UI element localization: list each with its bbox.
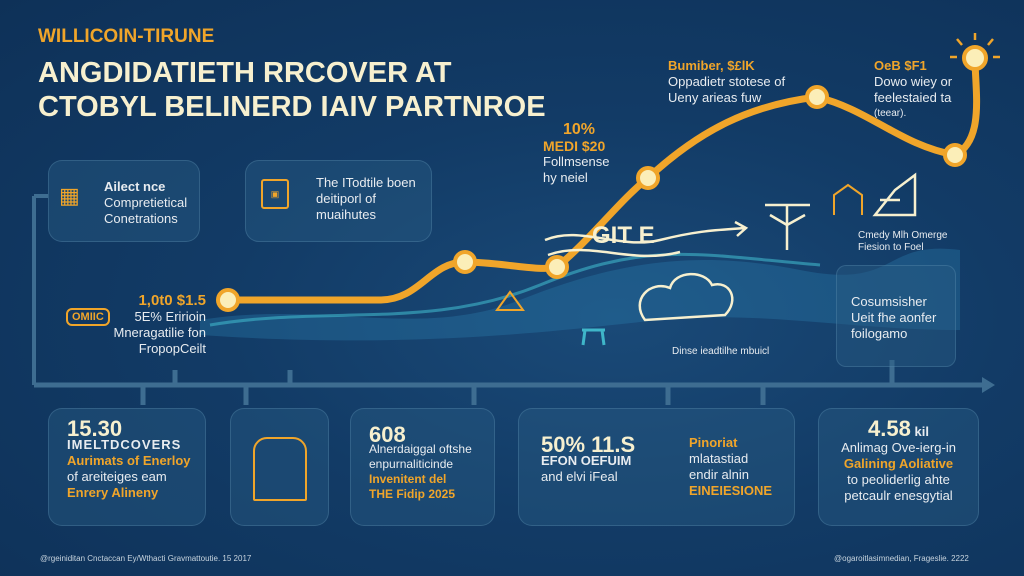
card-text: muaihutes	[316, 207, 376, 222]
stat-value: 608	[369, 422, 406, 447]
bottom-card-3: 50% 11.S EFON OEFUIM and elvi iFeal Pino…	[518, 408, 795, 526]
footer-right: @ogaroitlasimnedian, Frageslie. 2222	[834, 554, 969, 563]
factory-icon: ▦	[59, 183, 80, 208]
stat-text: and elvi iFeal	[541, 469, 618, 484]
milestone-value: 1,0t0 $1.5	[138, 292, 206, 309]
stat-text: mlatastiad	[689, 451, 749, 466]
bottom-card-4: 4.58 kil Anlimag Ove-ierg-in Galining Ao…	[818, 408, 979, 526]
stat-text: EINEIESIONE	[689, 483, 773, 498]
milestone-3: Bumiber, $£lK Oppadietr stotese of Ueny …	[668, 58, 785, 106]
milestone-text: Mneragatilie fon	[113, 325, 207, 340]
top-card-1: ▦ Ailect nce Compretietical Conetrations	[48, 160, 200, 242]
stat-heading: Pinoriat	[689, 435, 738, 450]
milestone-value: 10%	[563, 121, 596, 138]
stat-heading: EFON OEFUIM	[541, 453, 632, 468]
page-title: ANGDIDATIETH RRCOVER AT CTOBYL BELINERD …	[38, 56, 546, 124]
right-card: Cosumsisher Ueit fhe aonfer foilogamo	[836, 265, 956, 367]
card-text: Cosumsisher	[851, 294, 927, 309]
wind-arrow-icon	[544, 220, 749, 258]
milestone-text: (teear).	[874, 108, 907, 119]
card-text: Conetrations	[104, 211, 178, 226]
bottom-card-1: 15.30 IMELTDCOVERS Aurimats of Enerloy o…	[48, 408, 206, 526]
bottom-card-2: 608 Alnerdaiggal oftshe enpurnaliticinde…	[350, 408, 495, 526]
footer-left: @rgeiniditan Cnctaccan Ey/Wthacti Gravma…	[40, 554, 252, 563]
turbine-icon	[765, 203, 810, 250]
milestone-dot	[943, 143, 967, 167]
milestone-dot	[216, 288, 240, 312]
milestone-value: MEDI $20	[543, 138, 606, 154]
milestone-dot	[962, 45, 988, 71]
center-caption: Dinse ieadtilhe mbuicl	[672, 346, 770, 357]
stat-text: Anlimag Ove-ierg-in	[841, 440, 956, 455]
card-text: The ITodtile boen	[316, 175, 416, 190]
milestone-dot	[636, 166, 660, 190]
card-text: Compretietical	[104, 195, 188, 210]
milestone-icon: OMIIC	[66, 308, 110, 326]
stat-heading: IMELTDCOVERS	[67, 437, 182, 452]
milestone-dot	[453, 250, 477, 274]
milestone-text: hy neiel	[543, 170, 588, 185]
bench-icon	[581, 328, 606, 346]
milestone-text: Oppadietr stotese of	[668, 74, 786, 89]
stat-text: Galining Aoliative	[843, 456, 954, 471]
stat-value: 15.30	[67, 416, 123, 441]
stat-text: endir alnin	[689, 467, 749, 482]
milestone-4: OeB $F1 Dowo wiey or feelestaied ta (tee…	[874, 58, 952, 122]
sun-rays-icon	[950, 33, 1000, 59]
wave-decoration	[200, 248, 960, 341]
card-text: foilogamo	[851, 326, 908, 341]
title-line-1: ANGDIDATIETH RRCOVER AT	[38, 57, 452, 89]
card-text: Ueit fhe aonfer	[851, 310, 937, 325]
stat-text: Alnerdaiggal oftshe	[369, 442, 472, 456]
cloud-icon	[638, 272, 734, 322]
stat-text: THE Fidip 2025	[369, 487, 456, 501]
wave-line	[209, 252, 821, 327]
stat-unit: kil	[914, 424, 929, 439]
milestone-1: 1,0t0 $1.5 5E% Eririoin Mneragatilie fon…	[100, 292, 207, 357]
milestone-2: 10% MEDI $20 Follmsense hy neiel	[543, 122, 609, 186]
milestone-text: FropopCeilt	[138, 341, 206, 356]
title-kicker: WILLICOIN-TIRUNE	[38, 26, 215, 47]
bottom-card-icon	[230, 408, 329, 526]
right-caption: Cmedy Mlh Omerge Fiesion to Foel	[858, 230, 947, 254]
stat-text: to peoliderlig ahte	[847, 472, 950, 487]
milestone-dot	[545, 255, 569, 279]
stat-text: Aurimats of Enerloy	[67, 453, 191, 468]
timeline-bracket	[32, 194, 48, 385]
center-label: GIT E	[592, 222, 655, 249]
stat-text: enpurnaliticinde	[369, 457, 454, 471]
milestone-value: Bumiber, $£lK	[668, 58, 755, 73]
stat-value: 4.58	[868, 416, 911, 441]
stat-value: 50% 11.S	[541, 432, 636, 457]
card-text: deitiporl of	[316, 191, 376, 206]
timeline-arrow-icon	[982, 377, 995, 393]
stat-text: Invenitent del	[369, 472, 447, 486]
caption-text: Fiesion to Foel	[858, 242, 924, 253]
milestone-value: OeB $F1	[874, 58, 927, 73]
tent-icon	[495, 290, 525, 311]
title-line-2: CTOBYL BELINERD IAIV PARTNROE	[38, 91, 546, 123]
milestone-text: Ueny arieas fuw	[668, 90, 762, 105]
house-icon	[872, 172, 917, 217]
card-title: Ailect nce	[104, 179, 166, 194]
stat-text: Enrery Alineny	[67, 485, 159, 500]
building-icon	[833, 183, 863, 215]
milestone-text: 5E% Eririoin	[134, 309, 206, 324]
caption-text: Cmedy Mlh Omerge	[858, 230, 948, 241]
stat-text: of areiteiges eam	[67, 469, 167, 484]
milestone-text: Follmsense	[543, 154, 610, 169]
milestone-text: Dowo wiey or	[874, 74, 953, 89]
milestone-text: feelestaied ta	[874, 90, 952, 105]
stat-text: petcaulr enesgytial	[844, 488, 953, 503]
top-card-2: ▣ The ITodtile boen deitiporl of muaihut…	[245, 160, 432, 242]
meter-icon: ▣	[261, 179, 289, 209]
milestone-dot	[805, 85, 829, 109]
plant-icon	[253, 437, 307, 501]
